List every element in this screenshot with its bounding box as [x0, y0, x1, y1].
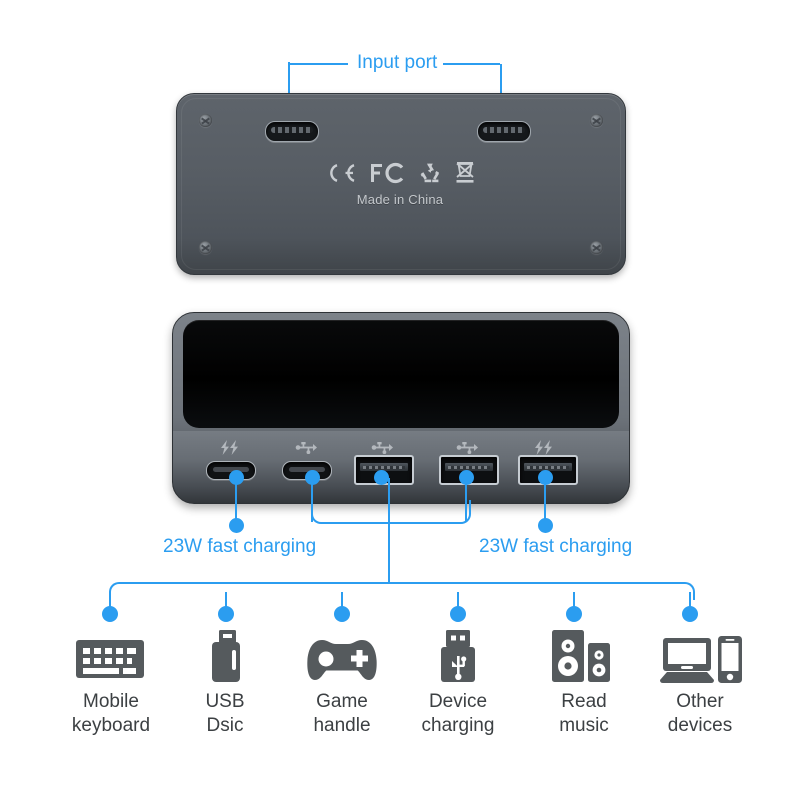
- usb-connector-icon: [437, 630, 479, 682]
- top-device-bottom-shell: [176, 93, 626, 275]
- port-icon-usb-4: [456, 441, 478, 459]
- usbc-1-bar: [213, 467, 249, 472]
- device-drop-6: [689, 592, 691, 614]
- screw-top-left: [199, 114, 212, 127]
- input-port-usbc-left[interactable]: [265, 121, 319, 142]
- weee-mark-icon: [456, 162, 474, 183]
- device-label-6: Other devices: [667, 691, 733, 736]
- device-dot-6: [682, 606, 698, 622]
- device-drop-2: [225, 592, 227, 614]
- data-trunk-line: [388, 478, 390, 582]
- usbc-2-bar: [289, 467, 325, 472]
- device-label-3: Game handle: [313, 691, 371, 736]
- port-icon-usb-2: [295, 441, 317, 459]
- fast-charging-right-dot: [538, 518, 553, 533]
- port-icon-bolt-5: [534, 440, 554, 460]
- keyboard-icon: [76, 637, 144, 681]
- port-dot-4: [459, 470, 474, 485]
- usb-flash-drive-icon: [205, 630, 247, 682]
- device-label-5: Read music: [559, 691, 609, 736]
- device-dot-3: [334, 606, 350, 622]
- fast-charging-left-dot: [229, 518, 244, 533]
- front-port-usba-5[interactable]: [518, 455, 578, 485]
- ce-mark-icon: [330, 164, 355, 182]
- device-label-2: USB Dsic: [205, 691, 245, 736]
- device-dot-2: [218, 606, 234, 622]
- front-device: [172, 312, 630, 504]
- certification-block: Made in China: [176, 160, 624, 207]
- input-port-label: Input port: [357, 52, 438, 73]
- screw-bottom-left: [199, 241, 212, 254]
- data-bracket: [311, 500, 471, 524]
- usba-4-tongue: [445, 463, 493, 471]
- fcc-mark-icon: [371, 162, 404, 184]
- port-icon-bolt-1: [220, 440, 240, 460]
- top-device-inner-edge: [181, 98, 621, 270]
- device-drop-1: [109, 592, 111, 614]
- certification-marks-row: [176, 160, 624, 186]
- usba-5-tongue: [524, 463, 572, 471]
- device-label-4: Device charging: [421, 691, 495, 736]
- gamepad-icon: [306, 638, 378, 682]
- made-in-text: Made in China: [356, 192, 444, 207]
- screw-top-right: [590, 114, 603, 127]
- usba-3-tongue: [360, 463, 408, 471]
- device-drop-5: [573, 592, 575, 614]
- device-fanout-bracket: [109, 582, 695, 600]
- port-icon-usb-3: [371, 441, 393, 459]
- input-port-line-left: [290, 63, 348, 65]
- device-dot-4: [450, 606, 466, 622]
- recycle-mark-icon: [420, 163, 439, 183]
- fast-charging-right-label: 23W fast charging: [479, 536, 633, 557]
- input-port-drop-left: [288, 64, 290, 110]
- laptop-phone-icon: [660, 636, 742, 684]
- input-port-usbc-right[interactable]: [477, 121, 531, 142]
- front-device-glass-top: [183, 320, 619, 428]
- device-drop-4: [457, 592, 459, 614]
- port-dot-5: [538, 470, 553, 485]
- device-dot-1: [102, 606, 118, 622]
- input-port-drop-right: [500, 64, 502, 110]
- fast-charging-left-label: 23W fast charging: [163, 536, 317, 557]
- port-dot-3: [374, 470, 389, 485]
- device-dot-5: [566, 606, 582, 622]
- fast-charging-right-line: [544, 478, 546, 524]
- device-label-1: Mobile keyboard: [71, 691, 151, 736]
- port-dot-2: [305, 470, 320, 485]
- usbc-right-slot: [483, 127, 525, 133]
- device-drop-3: [341, 592, 343, 614]
- port-dot-1: [229, 470, 244, 485]
- speakers-icon: [552, 630, 610, 682]
- usbc-left-slot: [271, 127, 313, 133]
- fast-charging-left-line: [235, 478, 237, 524]
- input-port-bracket-left: [288, 62, 304, 82]
- screw-bottom-right: [590, 241, 603, 254]
- input-port-line-right: [443, 63, 500, 65]
